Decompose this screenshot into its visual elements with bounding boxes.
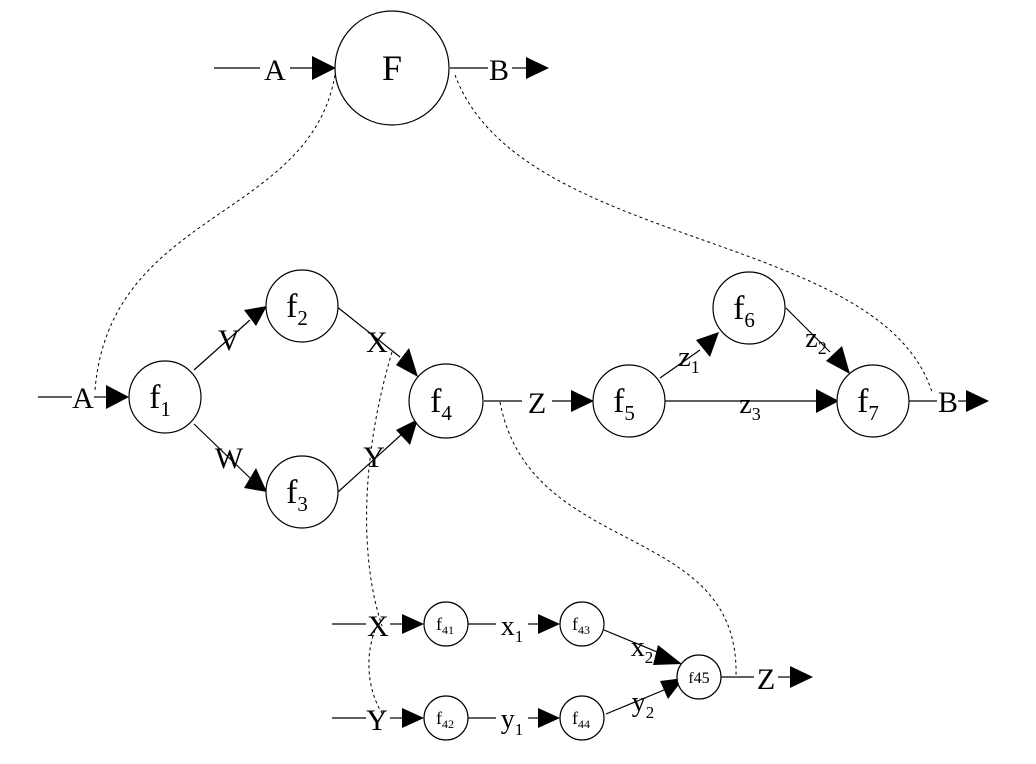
edge-f3-to-f4	[337, 433, 403, 493]
node-F[interactable]	[334, 10, 450, 126]
label-y1: y1	[501, 704, 524, 739]
edge-f5-to-f6	[659, 349, 701, 379]
node-f1[interactable]	[128, 360, 202, 434]
edge-f43-to-f45	[603, 629, 663, 655]
decomposition-link-F-to-B	[454, 74, 933, 393]
node-f44-label: f44	[572, 708, 590, 731]
arrowhead-x1-to-f43	[538, 614, 560, 634]
node-f6[interactable]	[712, 271, 786, 345]
edge-f6-to-f7	[785, 307, 831, 353]
arrowhead-f3-to-f4	[396, 419, 418, 445]
arrowhead-f5-to-f6	[696, 332, 719, 357]
node-f1-label: f1	[149, 379, 171, 421]
node-f3[interactable]	[265, 455, 339, 529]
node-f43-label: f43	[572, 614, 590, 637]
label-Z: Z	[528, 387, 546, 420]
arrowhead-X-to-f41	[402, 614, 424, 634]
arrowhead-Z-to-f5	[571, 390, 594, 412]
node-f5-label: f5	[613, 383, 635, 425]
arrowhead-Z-out	[790, 666, 813, 688]
node-f43[interactable]	[559, 601, 605, 647]
label-B-top: B	[489, 54, 509, 87]
label-z1: z1	[678, 342, 699, 377]
edge-f1-to-f3	[193, 423, 251, 479]
label-A: A	[72, 382, 94, 415]
node-f41-label: f41	[436, 614, 454, 637]
label-Y-bottom: Y	[366, 704, 388, 737]
label-V: V	[218, 324, 240, 357]
arrowhead-B-out	[966, 390, 989, 412]
arrowhead-Y-to-f42	[402, 708, 424, 728]
label-X-bottom: X	[367, 610, 389, 643]
node-f7[interactable]	[836, 364, 910, 438]
label-x1: x1	[501, 611, 524, 646]
node-f45-label: f45	[688, 670, 709, 687]
label-B: B	[938, 386, 958, 419]
node-F-label: F	[382, 48, 402, 88]
arrowhead-B-out-top	[526, 57, 549, 79]
node-f41[interactable]	[423, 601, 469, 647]
decomposition-link-F-to-A	[94, 74, 336, 391]
node-f45[interactable]	[676, 654, 722, 700]
arrowhead-A-to-F	[312, 56, 336, 80]
node-f2[interactable]	[265, 269, 339, 343]
node-f3-label: f3	[286, 474, 308, 516]
edge-f1-to-f2	[193, 319, 251, 371]
node-f44[interactable]	[559, 695, 605, 741]
label-z3: z3	[739, 389, 760, 424]
edge-f2-to-f4	[335, 305, 401, 358]
decomposition-link-f4-to-X	[366, 351, 393, 627]
label-z2: z2	[805, 323, 826, 358]
label-Z-bottom: Z	[757, 663, 775, 696]
label-x2: x2	[631, 632, 654, 667]
arrowhead-y1-to-f44	[538, 708, 560, 728]
node-f42[interactable]	[423, 695, 469, 741]
arrowhead-A-to-f1	[106, 385, 129, 409]
arrowhead-f5-to-f7	[816, 389, 839, 413]
label-y2: y2	[632, 687, 655, 722]
node-f5[interactable]	[592, 364, 666, 438]
arrowhead-f1-to-f3	[244, 468, 267, 492]
label-W: W	[215, 442, 244, 475]
node-f42-label: f42	[436, 708, 454, 731]
label-A-top: A	[264, 54, 286, 87]
arrowhead-f1-to-f2	[244, 306, 267, 326]
edge-f44-to-f45	[605, 689, 665, 715]
decomposition-link-f4-to-Z	[499, 401, 737, 677]
arrowhead-f2-to-f4	[396, 348, 418, 377]
arrowhead-f6-to-f7	[826, 346, 850, 374]
node-f7-label: f7	[857, 383, 879, 425]
node-f4-label: f4	[430, 383, 452, 425]
label-Y: Y	[363, 441, 385, 474]
label-X: X	[366, 326, 388, 359]
node-f6-label: f6	[733, 290, 755, 332]
node-f2-label: f2	[286, 288, 308, 330]
arrowhead-f43-to-f45	[653, 645, 682, 665]
decomposition-link-X-to-Y	[368, 629, 385, 717]
node-f4[interactable]	[408, 363, 484, 439]
